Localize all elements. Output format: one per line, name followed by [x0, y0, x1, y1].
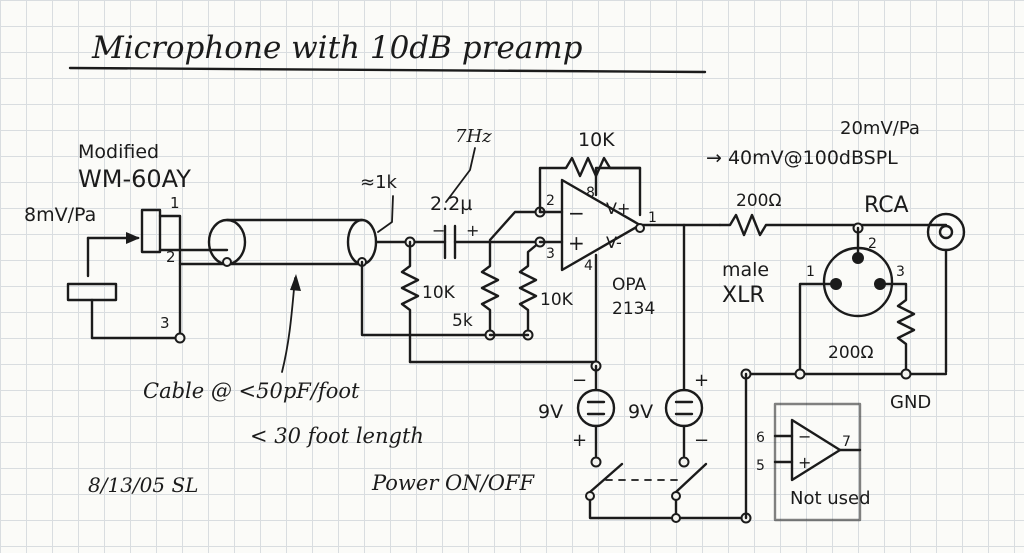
opamp-model-line2: 2134 — [612, 299, 655, 319]
input-resistor-10k — [518, 240, 542, 337]
xlr-pin1: 1 — [806, 264, 815, 280]
highpass-frequency-label: 7Hz — [455, 126, 492, 147]
rca-jack — [926, 212, 966, 374]
gain-resistor-label: 5k — [452, 311, 473, 331]
shielded-cable — [178, 218, 492, 337]
opamp-pin3: 3 — [546, 246, 555, 262]
opamp-pin1: 1 — [648, 210, 657, 226]
capacitor-value-label: 2.2µ — [430, 193, 472, 215]
capsule-pin3: 3 — [160, 314, 170, 332]
title-underline — [68, 66, 707, 74]
ground-return-wire — [408, 360, 598, 374]
opamp-pin2: 2 — [546, 193, 555, 209]
mic-sensitivity-label: 8mV/Pa — [24, 204, 96, 226]
capsule-pin2: 2 — [166, 248, 176, 266]
capacitor-plus: + — [466, 221, 479, 240]
modified-label: Modified — [78, 141, 159, 163]
frequency-pointer — [445, 147, 476, 203]
battery-negative-supply — [576, 364, 616, 458]
opamp-noninverting-sign: + — [568, 231, 585, 255]
bias-resistor-10k — [400, 240, 420, 364]
input-resistor-label: 10K — [540, 290, 574, 310]
battery1-plus: + — [572, 430, 587, 451]
opamp-model-line1: OPA — [612, 275, 647, 295]
cable-note-length: < 30 foot length — [250, 424, 424, 448]
battery1-minus: − — [572, 370, 587, 391]
cable-resistance-label: ≈1k — [360, 172, 398, 193]
coupling-capacitor — [443, 224, 542, 260]
opamp-pin4: 4 — [584, 258, 593, 274]
feedback-resistor-10k — [538, 156, 642, 214]
rca-label: RCA — [864, 193, 909, 218]
capacitor-minus: − — [432, 221, 445, 240]
xlr-male-label: male — [722, 259, 769, 281]
series-resistor-200 — [718, 213, 948, 237]
unused-pin7: 7 — [842, 434, 851, 450]
battery1-label: 9V — [538, 401, 563, 423]
mic-model-label: WM-60AY — [78, 165, 191, 193]
unused-minus: − — [798, 427, 811, 446]
unused-plus: + — [798, 453, 811, 472]
cable-resistance-pointer — [377, 195, 394, 233]
power-switch-label: Power ON/OFF — [371, 471, 535, 495]
battery2-plus: + — [694, 370, 709, 391]
unused-pin6: 6 — [756, 430, 765, 446]
diagram-title: Microphone with 10dB preamp — [91, 30, 583, 66]
bias-resistor-label: 10K — [422, 283, 456, 303]
xlr-pin2: 2 — [868, 236, 877, 252]
load-resistor-label: 200Ω — [828, 343, 873, 363]
xlr-connector — [798, 226, 916, 376]
unused-opamp — [773, 402, 862, 522]
cable-note-capacitance: Cable @ <50pF/foot — [143, 379, 360, 403]
opamp-pin8: 8 — [586, 185, 595, 201]
date-signature: 8/13/05 SL — [88, 473, 198, 497]
opamp-vplus-label: V+ — [606, 199, 630, 218]
battery-positive-supply — [664, 223, 704, 458]
series-resistor-label: 200Ω — [736, 191, 781, 211]
battery2-minus: − — [694, 430, 709, 451]
power-switch — [585, 372, 752, 524]
output-sensitivity-line1: 20mV/Pa — [840, 118, 920, 139]
capsule-pin1: 1 — [170, 194, 180, 212]
battery2-label: 9V — [628, 401, 653, 423]
cable-pointer-arrow — [281, 277, 296, 373]
feedback-resistor-label: 10K — [578, 129, 615, 151]
opamp-opa2134 — [534, 166, 722, 367]
not-used-label: Not used — [790, 488, 871, 509]
unused-pin5: 5 — [756, 458, 765, 474]
opamp-vminus-label: V- — [606, 233, 622, 252]
xlr-pin3: 3 — [896, 264, 905, 280]
output-sensitivity-line2: → 40mV@100dBSPL — [706, 147, 898, 169]
ground-label: GND — [890, 392, 931, 413]
microphone-capsule — [66, 208, 186, 344]
gain-resistor-5k — [480, 210, 542, 337]
opamp-inverting-sign: − — [568, 201, 585, 225]
xlr-label: XLR — [722, 283, 765, 308]
